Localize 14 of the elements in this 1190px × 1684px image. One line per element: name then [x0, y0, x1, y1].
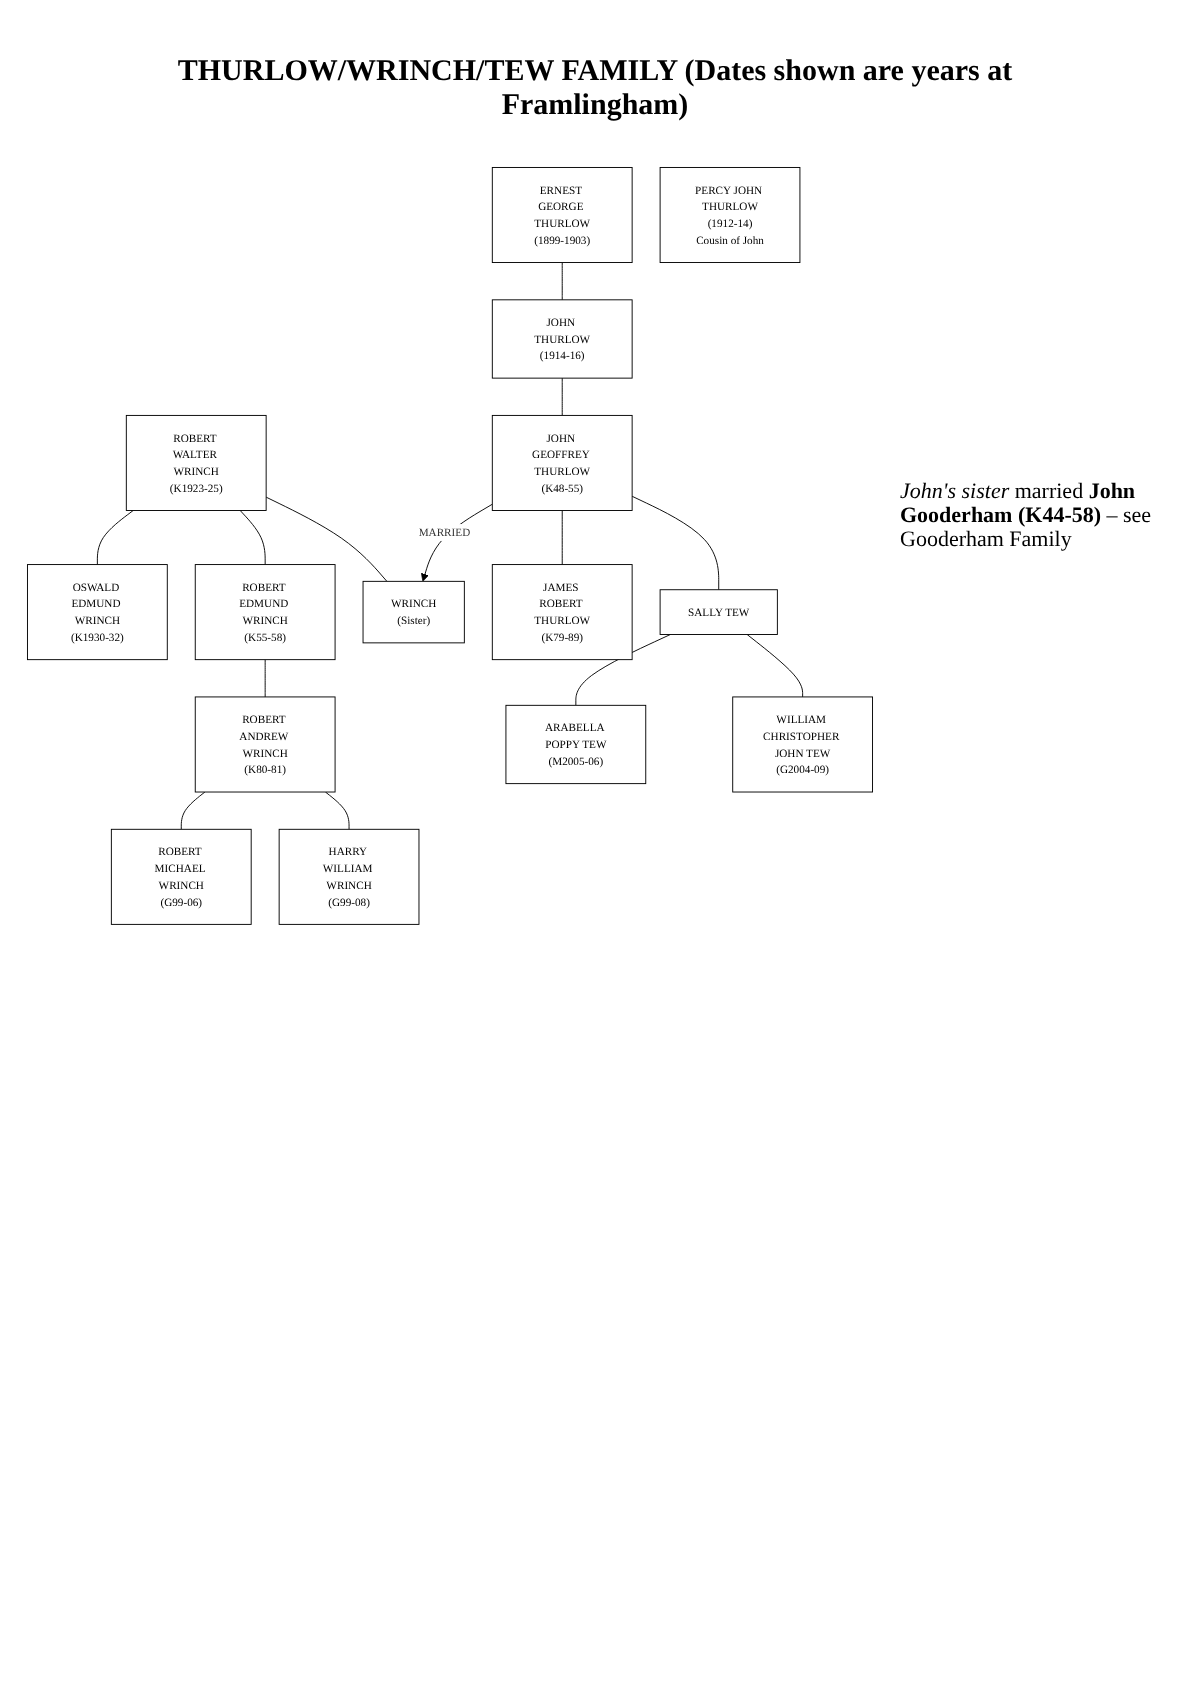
- connector: [575, 634, 671, 706]
- connector: [96, 510, 134, 566]
- connector: [631, 495, 720, 591]
- connector: [265, 496, 388, 582]
- connector: [561, 262, 563, 301]
- connector: [324, 791, 350, 830]
- connector: [264, 659, 266, 698]
- diagram-title: THURLOW/WRINCH/TEW FAMILY (Dates shown are years at Framlingham): [175, 56, 1015, 124]
- connector: [239, 510, 266, 566]
- note-text: John's sister married John Gooderham (K44-58) – see Gooderham Family: [900, 480, 1154, 552]
- connector: [561, 510, 563, 566]
- connector: [746, 634, 804, 698]
- connector: [180, 791, 206, 830]
- connector: [561, 377, 563, 416]
